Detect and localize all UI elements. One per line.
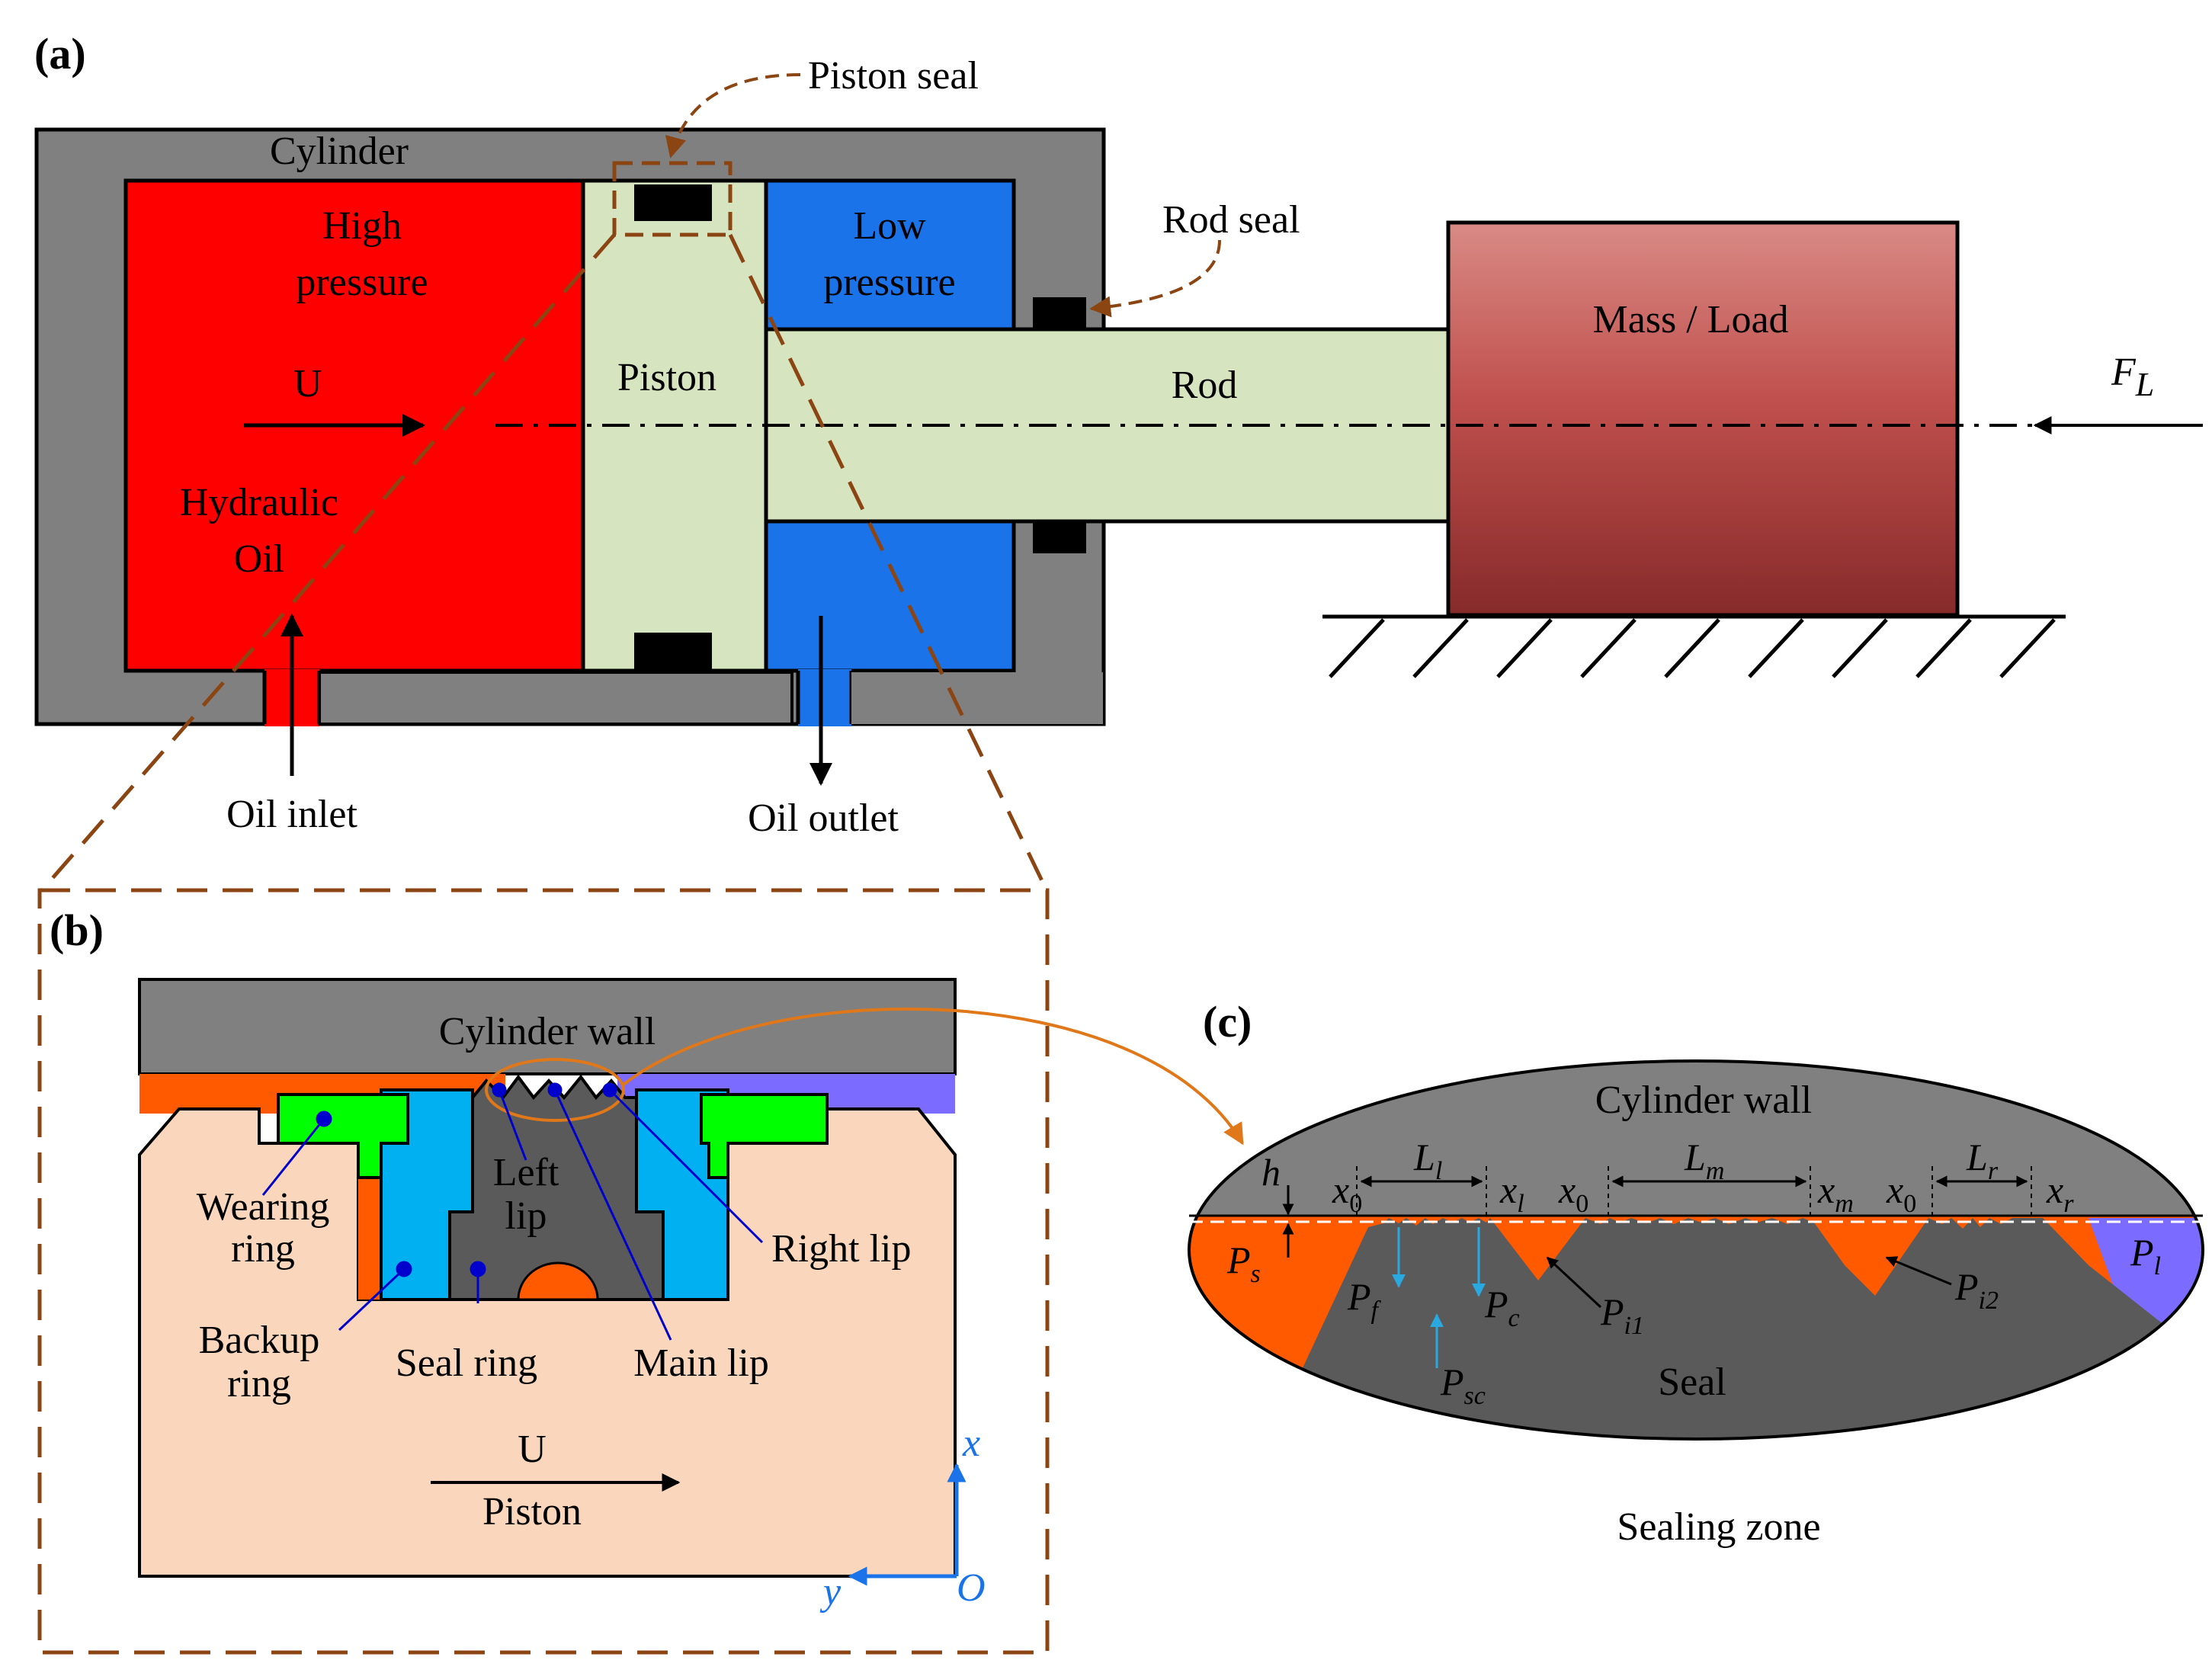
pf-label: Pf	[1347, 1275, 1382, 1325]
seal-label: Seal	[1658, 1361, 1726, 1404]
panel-b: (b)	[37, 888, 1244, 1655]
lm-label: Lm	[1684, 1136, 1724, 1185]
origin-label: O	[957, 1566, 986, 1610]
piston-seal-top	[634, 184, 712, 221]
rod-seal-label: Rod seal	[1162, 198, 1300, 242]
x0-label-2: x0	[1558, 1168, 1588, 1218]
load-force-label: FL	[2111, 351, 2154, 403]
piston-seal-leader	[665, 73, 801, 159]
piston-seal-highlight	[612, 161, 733, 237]
left-lip-label-1: Left	[493, 1151, 559, 1194]
ll-label: Ll	[1413, 1136, 1442, 1185]
xm-label: xm	[1817, 1168, 1854, 1218]
mass-load-label: Mass / Load	[1592, 298, 1788, 341]
left-lip-label-2: lip	[505, 1194, 547, 1238]
backup-ring-label-2: ring	[227, 1362, 291, 1405]
zoom-line-left	[40, 233, 616, 892]
low-pressure-label-2: pressure	[823, 261, 955, 304]
cylinder-wall-label-c: Cylinder wall	[1595, 1078, 1813, 1122]
piston-velocity-label: U	[518, 1428, 547, 1471]
lr-label: Lr	[1966, 1136, 1999, 1185]
ps-label: Ps	[1226, 1239, 1261, 1288]
rod-seal-bottom	[1033, 523, 1086, 553]
high-pressure-label-2: pressure	[296, 261, 428, 304]
pl-label: Pl	[2130, 1231, 2161, 1280]
zoom-line-right	[728, 233, 1049, 892]
cylinder-label: Cylinder	[270, 130, 409, 173]
rod-label: Rod	[1172, 364, 1238, 407]
wearing-ring-right	[700, 1093, 829, 1179]
low-pressure-label-1: Low	[853, 204, 926, 248]
oil-outlet-channel	[798, 669, 851, 726]
ground-hatching	[1329, 618, 2056, 678]
pc-label: Pc	[1484, 1283, 1520, 1332]
piston-seal-bottom	[634, 633, 712, 669]
panel-b-label: (b)	[50, 905, 104, 955]
right-lip-label: Right lip	[771, 1227, 911, 1271]
main-lip-label: Main lip	[633, 1341, 769, 1385]
xl-label: xl	[1499, 1168, 1524, 1218]
rod-seal-top	[1033, 297, 1086, 328]
h-label: h	[1261, 1151, 1281, 1194]
cylinder-wall-label: Cylinder wall	[439, 1010, 656, 1053]
velocity-label: U	[293, 362, 322, 405]
wearing-ring-label-2: ring	[231, 1227, 295, 1271]
energizer	[517, 1261, 599, 1301]
pi1-label: Pi1	[1600, 1290, 1644, 1340]
panel-a-label: (a)	[34, 29, 86, 79]
panel-a: (a)	[34, 29, 2203, 892]
x-axis-label: x	[962, 1421, 980, 1465]
xr-label: xr	[2046, 1168, 2074, 1218]
zoom-arrow-to-c	[622, 1007, 1244, 1146]
high-pressure-label-1: High	[322, 204, 402, 248]
piston-label-b: Piston	[482, 1490, 582, 1534]
x0-label-3: x0	[1886, 1168, 1916, 1218]
panel-c: (c)	[1188, 997, 2204, 1549]
pi2-label: Pi2	[1954, 1265, 1999, 1315]
backup-ring-label-1: Backup	[199, 1319, 320, 1362]
piston-label: Piston	[617, 356, 716, 399]
pi2-arrow	[1885, 1256, 1952, 1286]
panel-c-label: (c)	[1203, 997, 1252, 1046]
oil-outlet-label: Oil outlet	[748, 796, 899, 840]
lip-highlight	[485, 1058, 625, 1122]
y-axis-label: y	[819, 1570, 842, 1614]
mass-load-block	[1446, 220, 1960, 617]
psc-label: Psc	[1440, 1361, 1486, 1410]
sealing-zone-caption: Sealing zone	[1617, 1505, 1820, 1549]
pi1-arrow	[1546, 1256, 1602, 1309]
seal-body	[1265, 1218, 2203, 1439]
rod-seal-leader	[1089, 239, 1221, 318]
sealing-zone-boundary	[1188, 1059, 2204, 1441]
panel-b-frame	[37, 888, 1050, 1655]
seal-ring-label: Seal ring	[396, 1341, 537, 1385]
hydraulic-oil-label-1: Hydraulic	[180, 481, 338, 524]
x0-label-1: x0	[1332, 1168, 1362, 1218]
oil-inlet-label: Oil inlet	[226, 793, 357, 836]
seal-ring	[448, 1074, 665, 1301]
piston-seal-label: Piston seal	[808, 54, 979, 98]
hydraulic-oil-label-2: Oil	[234, 537, 284, 581]
wearing-ring-label-1: Wearing	[197, 1185, 330, 1229]
